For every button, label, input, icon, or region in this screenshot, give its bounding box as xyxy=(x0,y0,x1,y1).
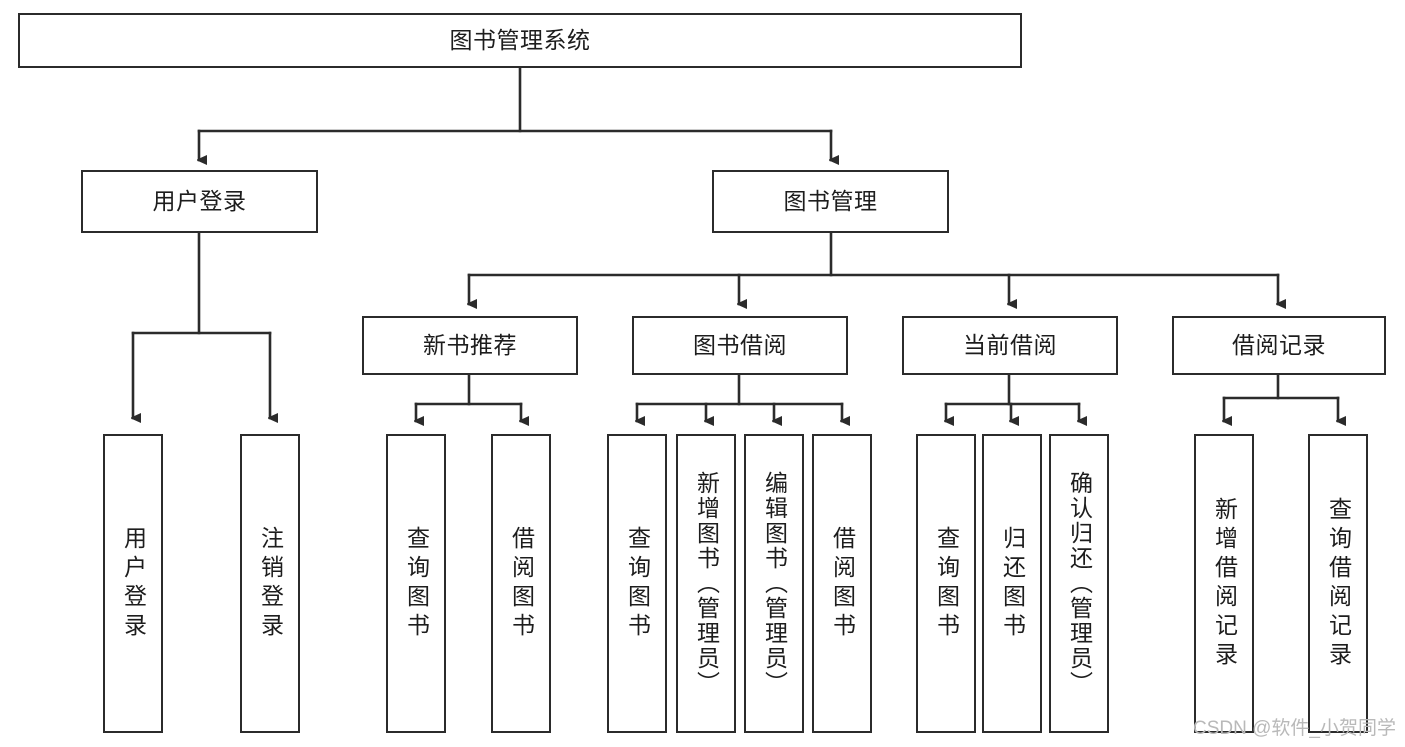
node-new-book-recommend[interactable]: 新书推荐 xyxy=(362,316,578,375)
node-label: 新增借阅记录 xyxy=(1211,496,1238,671)
node-label: 借阅记录 xyxy=(1232,331,1326,358)
node-label: 查询图书 xyxy=(933,525,960,642)
node-label: 图书管理系统 xyxy=(449,26,591,53)
node-root-book-management-system[interactable]: 图书管理系统 xyxy=(18,13,1022,68)
watermark-text: CSDN @软件_小贺同学 xyxy=(1193,718,1396,739)
node-leaf-query-book-borrow[interactable]: 查询图书 xyxy=(607,434,667,733)
node-label: 新书推荐 xyxy=(423,331,517,358)
node-label: 借阅图书 xyxy=(829,525,856,642)
node-leaf-logout-login[interactable]: 注销登录 xyxy=(240,434,300,733)
node-label: 查询图书 xyxy=(624,525,651,642)
node-leaf-user-login[interactable]: 用户登录 xyxy=(103,434,163,733)
node-book-borrow[interactable]: 图书借阅 xyxy=(632,316,848,375)
node-label: 确认归还（管理员） xyxy=(1066,471,1093,696)
node-label: 用户登录 xyxy=(120,525,147,642)
node-label: 查询图书 xyxy=(403,525,430,642)
node-label: 当前借阅 xyxy=(963,331,1057,358)
node-label: 编辑图书（管理员） xyxy=(761,471,788,696)
node-leaf-add-book-admin[interactable]: 新增图书（管理员） xyxy=(676,434,736,733)
node-book-management[interactable]: 图书管理 xyxy=(712,170,949,233)
node-label: 新增图书（管理员） xyxy=(693,471,720,696)
node-borrow-record[interactable]: 借阅记录 xyxy=(1172,316,1386,375)
node-leaf-return-book[interactable]: 归还图书 xyxy=(982,434,1042,733)
node-label: 归还图书 xyxy=(999,525,1026,642)
node-label: 借阅图书 xyxy=(508,525,535,642)
node-leaf-borrow-book-recommend[interactable]: 借阅图书 xyxy=(491,434,551,733)
node-current-borrow[interactable]: 当前借阅 xyxy=(902,316,1118,375)
node-label: 注销登录 xyxy=(257,525,284,642)
node-leaf-borrow-book[interactable]: 借阅图书 xyxy=(812,434,872,733)
node-user-login[interactable]: 用户登录 xyxy=(81,170,318,233)
node-leaf-add-borrow-record[interactable]: 新增借阅记录 xyxy=(1194,434,1254,733)
node-leaf-query-borrow-record[interactable]: 查询借阅记录 xyxy=(1308,434,1368,733)
node-label: 查询借阅记录 xyxy=(1325,496,1352,671)
node-leaf-query-book-recommend[interactable]: 查询图书 xyxy=(386,434,446,733)
node-label: 图书管理 xyxy=(783,187,878,214)
node-leaf-confirm-return-admin[interactable]: 确认归还（管理员） xyxy=(1049,434,1109,733)
node-leaf-edit-book-admin[interactable]: 编辑图书（管理员） xyxy=(744,434,804,733)
node-leaf-query-book-current[interactable]: 查询图书 xyxy=(916,434,976,733)
node-label: 图书借阅 xyxy=(693,331,787,358)
node-label: 用户登录 xyxy=(152,187,247,214)
